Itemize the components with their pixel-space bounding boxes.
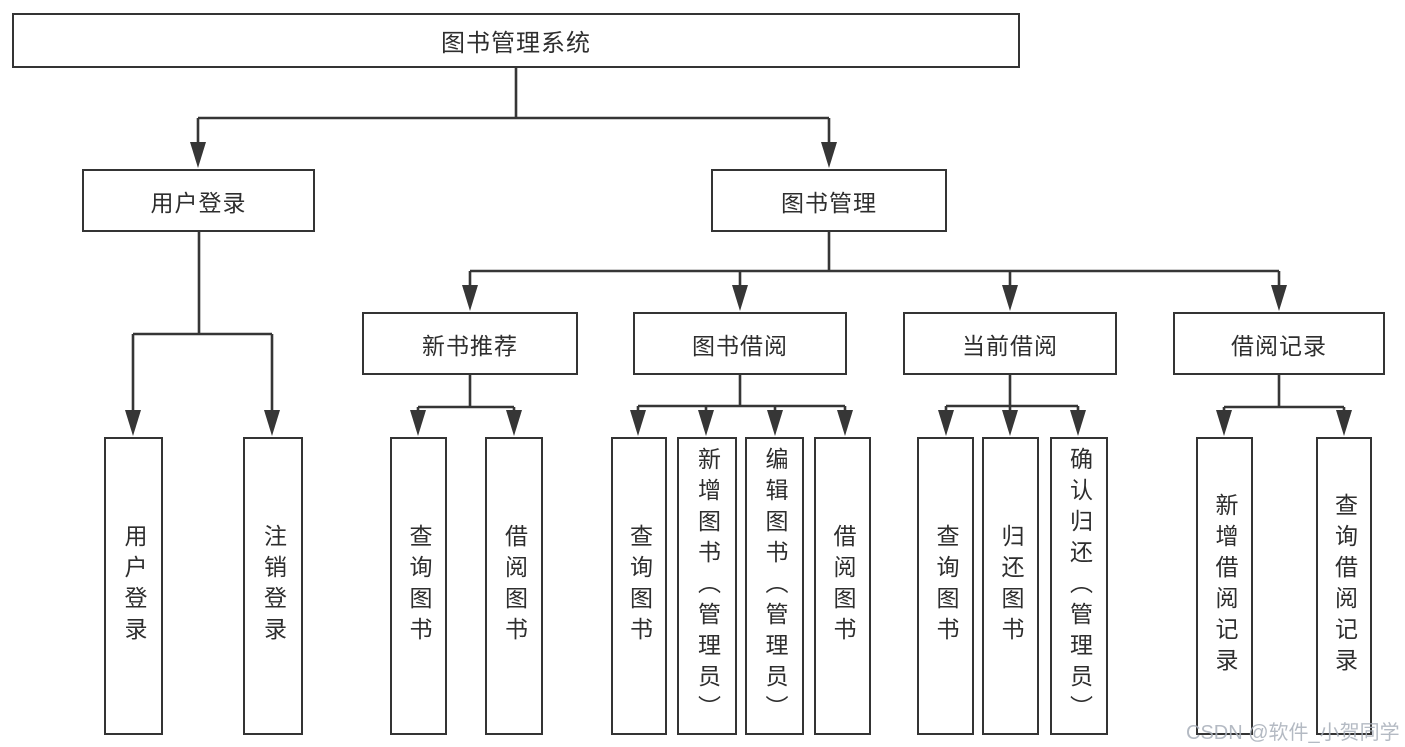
node-book-management: 图书管理 xyxy=(711,169,947,232)
leaf-add-borrow-record: 新增借阅记录 xyxy=(1196,437,1253,735)
arrowhead xyxy=(630,410,646,436)
arrowhead xyxy=(732,285,748,311)
arrowhead xyxy=(1002,285,1018,311)
arrowhead xyxy=(938,410,954,436)
node-user-login: 用户登录 xyxy=(82,169,315,232)
leaf-query-books: 查询图书 xyxy=(390,437,447,735)
node-library-management-system: 图书管理系统 xyxy=(12,13,1020,68)
arrowhead xyxy=(190,142,206,168)
arrowhead xyxy=(462,285,478,311)
arrowhead xyxy=(1336,410,1352,436)
arrowhead xyxy=(837,410,853,436)
leaf-query-borrow-record: 查询借阅记录 xyxy=(1316,437,1372,735)
leaf-borrow-books: 借阅图书 xyxy=(814,437,871,735)
leaf-add-books-admin: 新增图书（管理员） xyxy=(677,437,737,735)
leaf-confirm-return-admin: 确认归还（管理员） xyxy=(1050,437,1108,735)
leaf-user-login: 用户登录 xyxy=(104,437,163,735)
leaf-query-books: 查询图书 xyxy=(611,437,667,735)
leaf-query-books: 查询图书 xyxy=(917,437,974,735)
arrowhead xyxy=(1271,285,1287,311)
leaf-return-books: 归还图书 xyxy=(982,437,1039,735)
leaf-edit-books-admin: 编辑图书（管理员） xyxy=(745,437,804,735)
connector-book-borrow xyxy=(636,375,847,418)
connector-root xyxy=(196,68,831,150)
connector-new-book xyxy=(416,375,516,418)
arrowhead xyxy=(125,410,141,436)
arrowhead xyxy=(698,410,714,436)
arrowhead xyxy=(767,410,783,436)
arrowhead xyxy=(1216,410,1232,436)
arrowhead xyxy=(1070,410,1086,436)
arrowhead xyxy=(410,410,426,436)
arrowhead xyxy=(506,410,522,436)
leaf-borrow-books: 借阅图书 xyxy=(485,437,543,735)
leaf-logout: 注销登录 xyxy=(243,437,303,735)
arrowhead xyxy=(821,142,837,168)
node-borrowing-records: 借阅记录 xyxy=(1173,312,1385,375)
node-new-book-recommendation: 新书推荐 xyxy=(362,312,578,375)
arrowhead xyxy=(264,410,280,436)
arrowhead xyxy=(1002,410,1018,436)
connector-user-login xyxy=(131,232,274,418)
connector-borrow-records xyxy=(1222,375,1346,418)
connector-book-mgmt xyxy=(468,232,1281,293)
node-book-borrowing: 图书借阅 xyxy=(633,312,847,375)
csdn-watermark: CSDN @软件_小贺同学 xyxy=(1186,722,1400,744)
node-current-borrowing: 当前借阅 xyxy=(903,312,1117,375)
